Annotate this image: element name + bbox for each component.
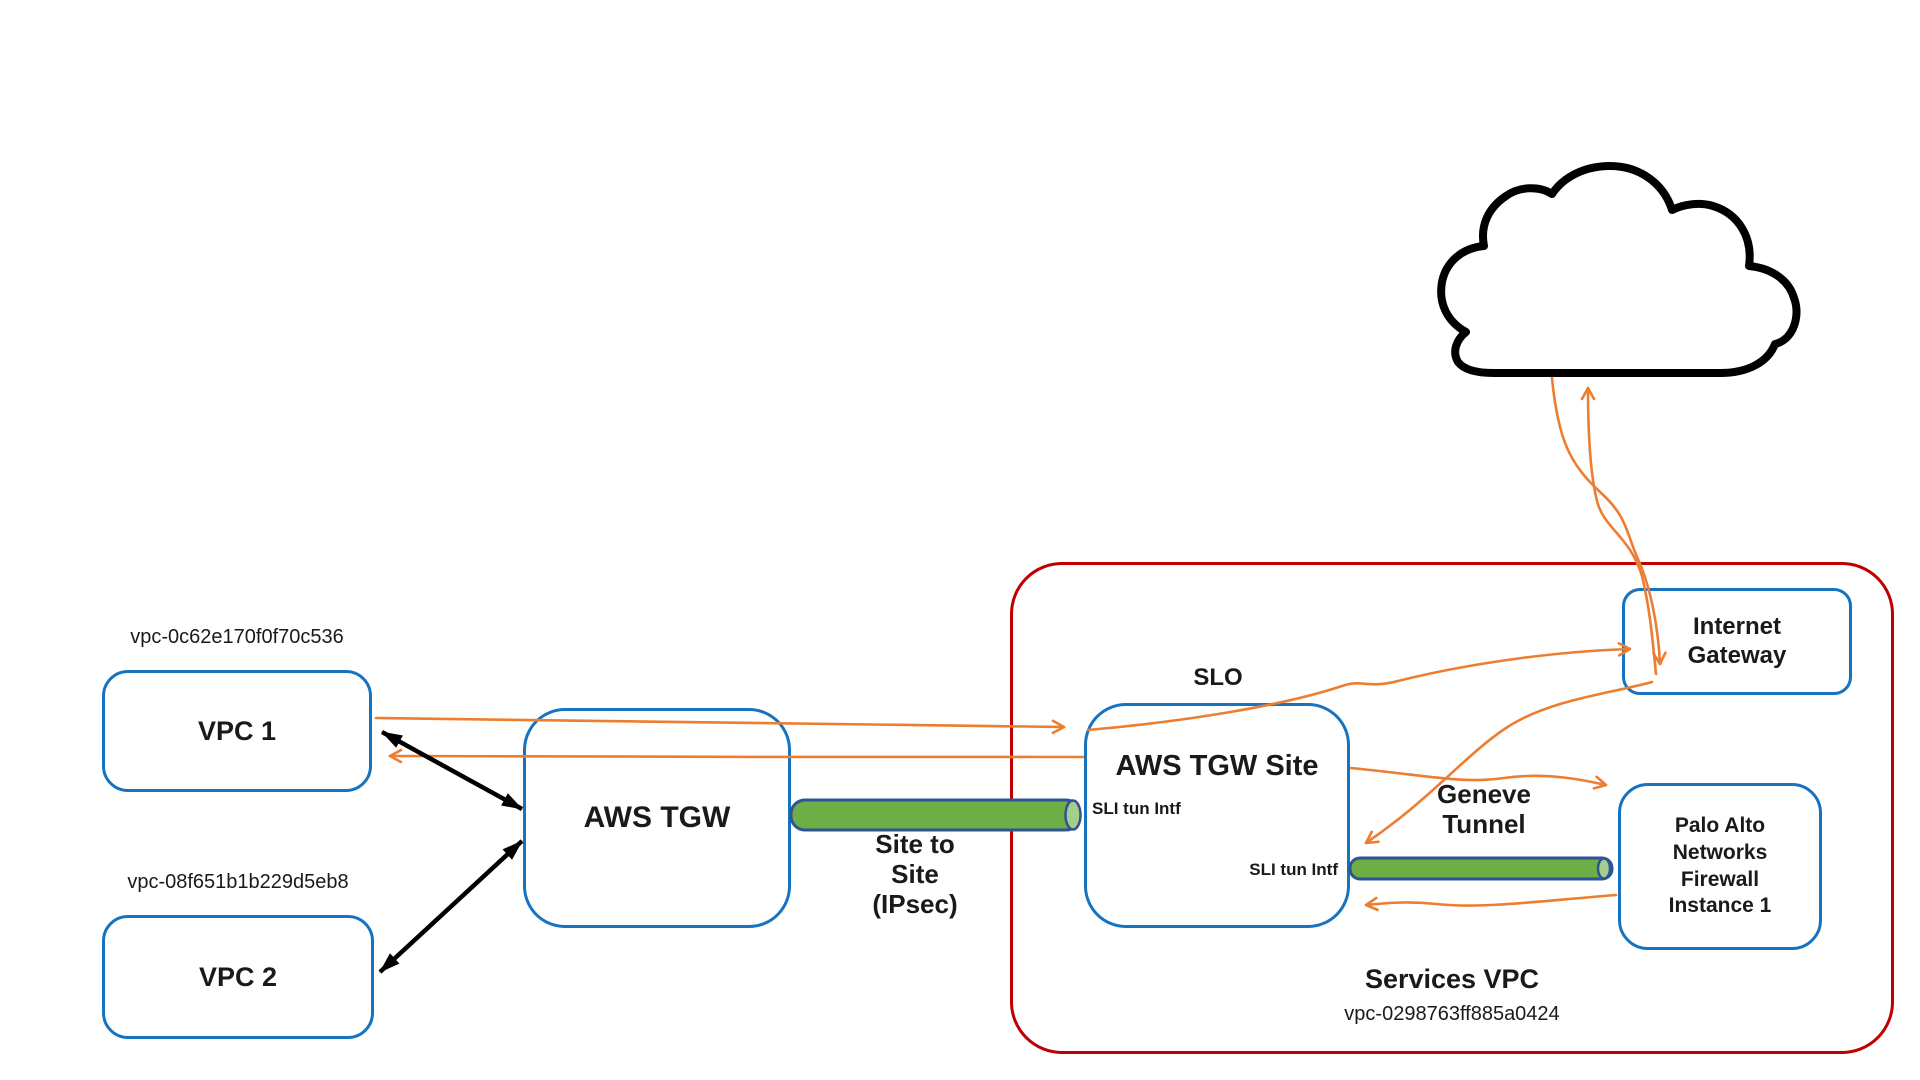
aws-tgw-box: AWS TGW bbox=[523, 708, 791, 928]
services-vpc-title: Services VPC bbox=[1364, 964, 1540, 994]
aws-tgw-site-box: AWS TGW Site bbox=[1084, 703, 1350, 928]
sli-tunnel-interface-bottom-label: SLI tun Intf bbox=[1249, 860, 1338, 879]
internet-cloud-label: Internet bbox=[1558, 291, 1662, 322]
aws-tgw-title: AWS TGW bbox=[583, 801, 731, 834]
vpc1-title: VPC 1 bbox=[197, 715, 277, 746]
slo-label: SLO bbox=[1193, 664, 1243, 691]
palo-alto-firewall-box: Palo Alto Networks Firewall Instance 1 bbox=[1618, 783, 1822, 950]
arrow-vpc2-tgw-attachment bbox=[378, 839, 524, 974]
services-vpc-id-label: vpc-0298763ff885a0424 bbox=[1344, 1003, 1560, 1025]
vpc1-box: VPC 1 bbox=[102, 670, 372, 792]
sli-tunnel-interface-top-label: SLI tun Intf bbox=[1092, 799, 1181, 818]
arrow-vpc1-tgw-attachment bbox=[380, 730, 524, 811]
internet-cloud bbox=[1437, 162, 1801, 377]
vpc1-id-label: vpc-0c62e170f0f70c536 bbox=[130, 626, 344, 648]
vpc2-box: VPC 2 bbox=[102, 915, 374, 1039]
vpc2-id-label: vpc-08f651b1b229d5eb8 bbox=[127, 871, 349, 893]
aws-tgw-site-title: AWS TGW Site bbox=[1115, 750, 1319, 782]
vpc2-title: VPC 2 bbox=[198, 961, 278, 992]
palo-alto-firewall-title: Palo Alto Networks Firewall Instance 1 bbox=[1668, 813, 1772, 918]
internet-gateway-box: Internet Gateway bbox=[1622, 588, 1852, 695]
geneve-tunnel-label: Geneve Tunnel bbox=[1437, 779, 1531, 839]
site-to-site-tunnel-label: Site to Site (IPsec) bbox=[872, 829, 958, 919]
internet-gateway-title: Internet Gateway bbox=[1687, 612, 1787, 669]
